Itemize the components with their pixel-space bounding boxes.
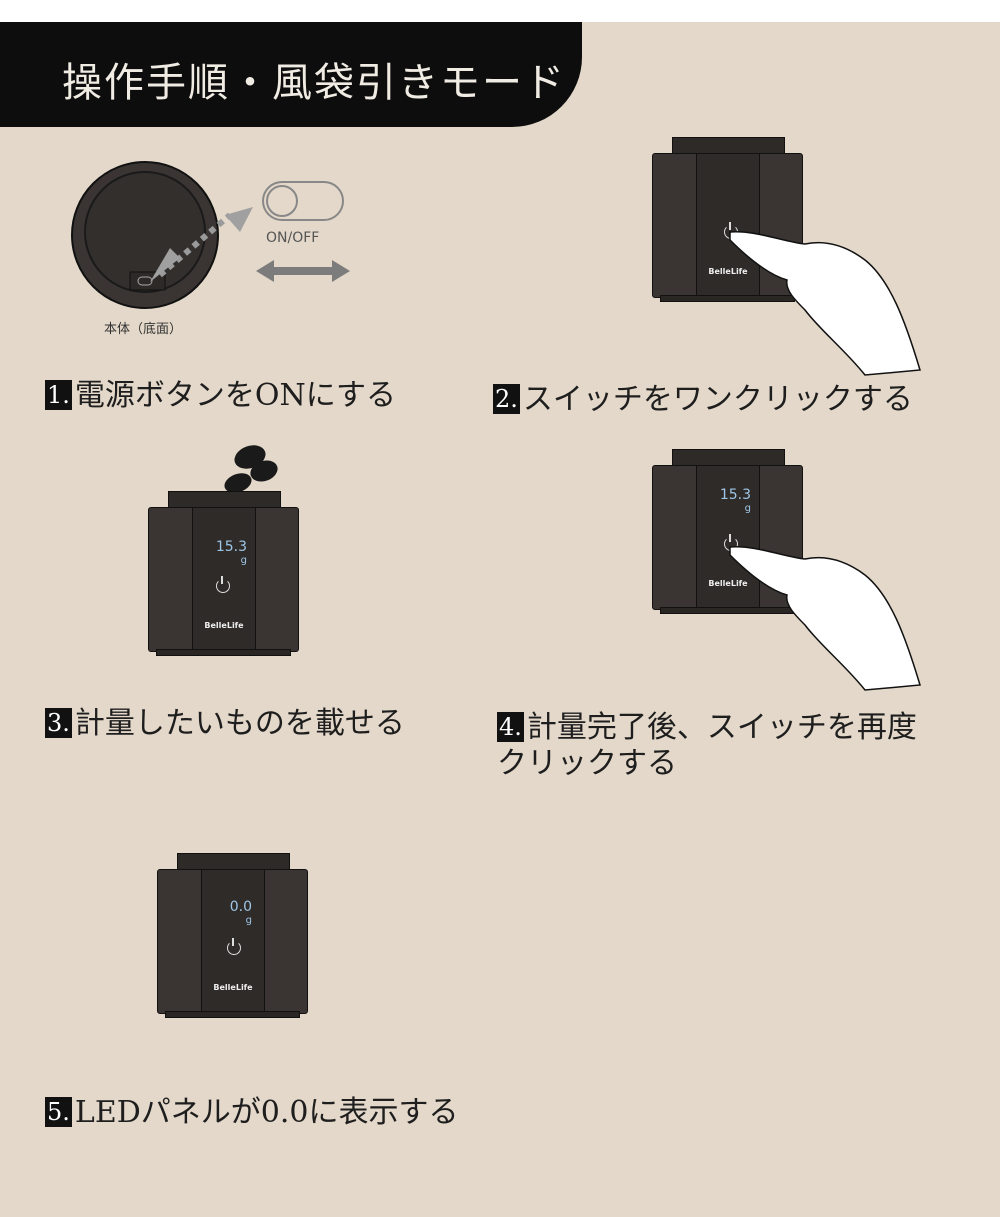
- top-strip: [0, 0, 1000, 22]
- step-text: LEDパネルが0.0に表示する: [74, 1095, 459, 1130]
- brand-logo: BelleLife: [204, 621, 244, 630]
- step-2-label: 2.スイッチをワンクリックする: [493, 382, 913, 418]
- step-number: 1.: [45, 380, 72, 410]
- step-text: 計量完了後、スイッチを再度: [526, 710, 917, 745]
- step-1-label: 1.電源ボタンをONにする: [45, 378, 396, 414]
- step-text: 電源ボタンをONにする: [74, 378, 397, 413]
- power-icon: [216, 576, 230, 593]
- coffee-beans-icon: [224, 445, 278, 493]
- step-text: 計量したいものを載せる: [74, 706, 405, 741]
- brand-logo: BelleLife: [708, 579, 748, 588]
- hand-pointing-icon: [729, 546, 921, 691]
- device-bottom-illustration: [71, 161, 350, 309]
- hand-pointing-icon: [729, 231, 921, 376]
- header-banner: 操作手順・風袋引きモード: [0, 22, 582, 127]
- switch-label: ON/OFF: [266, 230, 320, 246]
- step-number: 5.: [45, 1097, 72, 1127]
- page-title: 操作手順・風袋引きモード: [62, 60, 566, 106]
- bottom-caption: 本体（底面）: [104, 322, 183, 337]
- power-icon: [227, 938, 241, 955]
- step-number: 4.: [497, 712, 524, 742]
- step-5-label: 5.LEDパネルが0.0に表示する: [45, 1095, 459, 1131]
- step-text: スイッチをワンクリックする: [522, 382, 913, 417]
- step-number: 2.: [493, 384, 520, 414]
- step-3-label: 3.計量したいものを載せる: [45, 706, 405, 742]
- brand-logo: BelleLife: [213, 983, 253, 992]
- step-4-label: 4.計量完了後、スイッチを再度クリックする: [497, 710, 917, 782]
- brand-logo: BelleLife: [708, 267, 748, 276]
- step-number: 3.: [45, 708, 72, 738]
- step-text-line2: クリックする: [497, 746, 677, 781]
